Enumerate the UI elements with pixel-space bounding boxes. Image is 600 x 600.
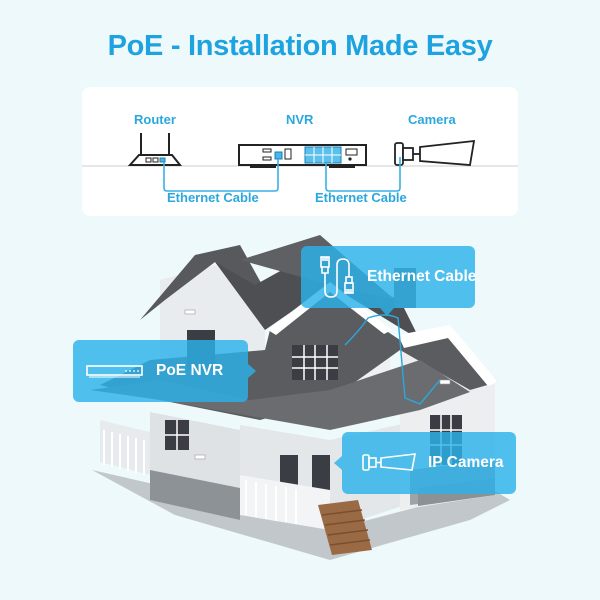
callout-ethernet-cable-label: Ethernet Cable	[367, 268, 477, 285]
connection-diagram: Router NVR Camera Ethernet Cable Etherne…	[82, 87, 518, 216]
bullet-camera-icon	[394, 139, 476, 166]
router-label: Router	[134, 112, 176, 127]
cable-label-1: Ethernet Cable	[167, 190, 259, 205]
nvr-icon	[86, 365, 143, 378]
callout-ethernet-cable: Ethernet Cable	[301, 246, 477, 308]
cable-label-2: Ethernet Cable	[315, 190, 407, 205]
callout-poe-nvr-label: PoE NVR	[156, 362, 224, 379]
nvr-icon	[238, 144, 367, 168]
callout-pointer	[248, 364, 256, 378]
camera-label: Camera	[408, 112, 456, 127]
page-title: PoE - Installation Made Easy	[107, 30, 493, 62]
nvr-label: NVR	[286, 112, 314, 127]
callout-poe-nvr: PoE NVR	[73, 340, 248, 402]
callout-pointer	[380, 308, 394, 316]
callout-ip-camera: IP Camera	[342, 432, 516, 494]
bullet-camera-icon	[362, 453, 416, 471]
ethernet-cable-icon	[320, 256, 354, 298]
callout-pointer	[334, 456, 342, 470]
callout-ip-camera-label: IP Camera	[428, 454, 504, 471]
